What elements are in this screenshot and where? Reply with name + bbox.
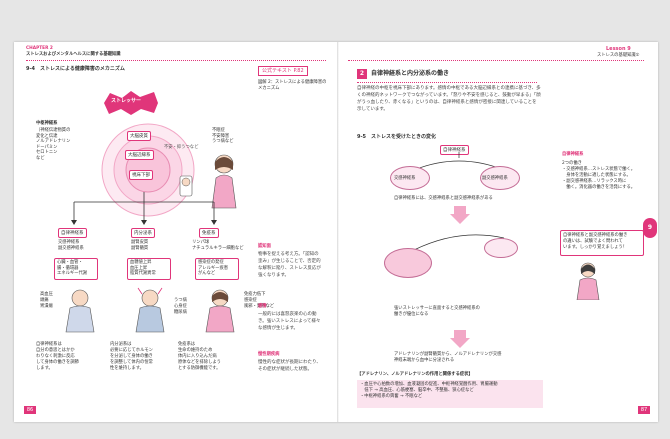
stressor-label: ストレッサー xyxy=(111,98,142,104)
lesson-label: Lesson 9 xyxy=(606,46,631,52)
sympathetic-dominant-cloud xyxy=(384,248,432,278)
figure-title: 9-4 ストレスによる健康障害のメカニズム xyxy=(26,66,125,72)
effects-box-title: 【アドレナリン、ノルアドレナリンの作用と関係する症状】 xyxy=(357,372,473,377)
central-nervous-sub: （神経伝達物質の 変化と伝達 ノルアドレナリン ドーパミン セロトニン など xyxy=(36,128,71,161)
branch-endocrine: 内分泌系 xyxy=(131,228,155,238)
branch-sub-immune: リンパ球ナチュラルキラー細胞など xyxy=(192,240,244,251)
sympathetic-label: 交感神経系 xyxy=(394,176,416,181)
emotion-label: 不安・抑うつなど xyxy=(164,145,199,150)
headache-man-illustration xyxy=(135,287,165,333)
caption-autonomic: 自律神経系は自分の意思とはかかわりなく刺激に反応して身体の働きを調節します。 xyxy=(36,342,79,372)
chapter-label: CHAPTER 2 xyxy=(26,46,53,51)
speech-bubble: 自律神経系と副交感神経系の働き の違いは、試験でよく問われて います。しっかり覚… xyxy=(560,230,644,256)
glossary-title-3: 慢性期疾病 xyxy=(258,352,280,357)
lesson-title: ストレスの基礎知識① xyxy=(597,53,640,58)
symptoms-autonomic: 高血圧頭痛胃潰瘍 xyxy=(40,292,53,309)
branch-sub-autonomic: 交感神経系副交感神経系 xyxy=(58,240,84,251)
chapter-title: ストレスおよびメンタルヘルスに関する基礎知識 xyxy=(26,52,121,57)
glossary-title-1: 認知面 xyxy=(258,244,271,249)
glossary-body-2: 一般的には喜怒哀楽の心の動き。強いストレスによって様々な感情が生じます。 xyxy=(258,312,321,331)
side-reference-note: 図解 2：ストレスによる健康障害のメカニズム xyxy=(258,80,327,91)
figure-title-right: 9-5 ストレスを受けたときの変化 xyxy=(357,134,437,140)
imbalance-lines xyxy=(413,234,505,251)
effects-box: ・血圧や心拍数の増加、血液凝固の促進、中枢神経覚醒作用、胃腸運動 低下 → 高血… xyxy=(357,380,543,408)
symptoms-endocrine: うつ病心身症糖尿病 xyxy=(174,298,187,315)
stressor-burst xyxy=(104,91,158,115)
sympathetic-cloud xyxy=(390,166,430,190)
caption-immune: 免疫系は生命の維持のため体内に入り込んだ病原体などを排除しようとする防御機能です… xyxy=(178,342,221,372)
branch-autonomic: 自律神経系 xyxy=(58,228,87,238)
caption-endocrine: 内分泌系は必要に応じてホルモンを分泌して身体の働きを調整して体内の恒常性を維持し… xyxy=(110,342,153,372)
balance-note: 自律神経系には、交感神経系と副交感神経系がある xyxy=(394,196,493,201)
branch-arrows xyxy=(71,192,217,225)
hypothalamus-node: 視床下部 xyxy=(129,170,153,180)
effect-box-immune: 感染症の発症アレルギー疾患がんなど xyxy=(195,258,239,280)
page-number-left: 86 xyxy=(24,406,36,414)
glossary-body-1: 物事を捉える考え方。「認知の歪み」が生じることで、否定的な解釈に陥り、ストレス反… xyxy=(258,252,321,278)
intro-paragraph: 自律神経の中枢を視床下部にあります。感情の中枢である大脳辺縁系との連携に基づき、… xyxy=(357,86,541,112)
branch-immune: 免疫系 xyxy=(199,228,219,238)
limbic-node: 大脳辺縁系 xyxy=(125,150,154,160)
book-gutter xyxy=(337,42,339,422)
side-title: 自律神経系 xyxy=(562,152,584,157)
section-title: 自律神経系と内分泌系の働き xyxy=(371,70,450,77)
book-spread: CHAPTER 2 ストレスおよびメンタルヘルスに関する基礎知識 9-4 ストレ… xyxy=(14,42,658,422)
glossary-body-3: 慢性的な症状が長期にわたり、その症状が継続した状態。 xyxy=(258,360,321,372)
symptoms-immune: 免疫力低下感染症風邪・発熱など xyxy=(244,292,275,309)
sick-man-illustration xyxy=(65,289,95,333)
side-list: 2つの働き ・交感神経系…ストレス状態で働く。 身体を活動に適した状態にする。 … xyxy=(562,161,636,191)
parasympathetic-label: 副交感神経系 xyxy=(482,176,508,181)
glossary-title-2: 感情 xyxy=(258,304,267,309)
page-number-right: 87 xyxy=(638,406,650,414)
chapter-tab: 9 xyxy=(643,218,657,238)
central-nervous-label: 中枢神経系 xyxy=(36,121,58,126)
coughing-woman-illustration xyxy=(205,289,235,333)
effect-box-endocrine: 血糖値上昇血圧上昇脂質代謝異常 xyxy=(127,258,171,280)
down-arrow-1 xyxy=(450,206,470,224)
worried-woman-illustration xyxy=(211,154,237,209)
parasympathetic-small-cloud xyxy=(484,238,518,258)
hormone-note: アドレナリンが副腎髄質から、ノルアドレナリンが交感神経末端から血中に分泌される xyxy=(394,352,502,363)
parasympathetic-cloud xyxy=(480,166,520,190)
cell-phone-illustration xyxy=(179,175,193,197)
section-number: 2 xyxy=(357,69,367,79)
teacher-illustration xyxy=(576,262,600,300)
effect-box-autonomic: 心臓・血管・腸・循環器エネルギー代謝 xyxy=(54,258,98,280)
autonomic-node: 自律神経系 xyxy=(440,145,469,155)
side-reference: 公式テキスト P.82 xyxy=(258,66,308,76)
branch-sub-endocrine: 副腎皮質副腎髄質 xyxy=(131,240,149,251)
cortex-node: 大脳皮質 xyxy=(127,131,151,141)
stress-note: 強いストレッサーに直面すると交感神経系の働きが優位になる xyxy=(394,306,480,317)
thought-bubble: 不眠症 不安障害 うつ病など xyxy=(212,128,234,145)
down-arrow-2 xyxy=(450,330,470,348)
